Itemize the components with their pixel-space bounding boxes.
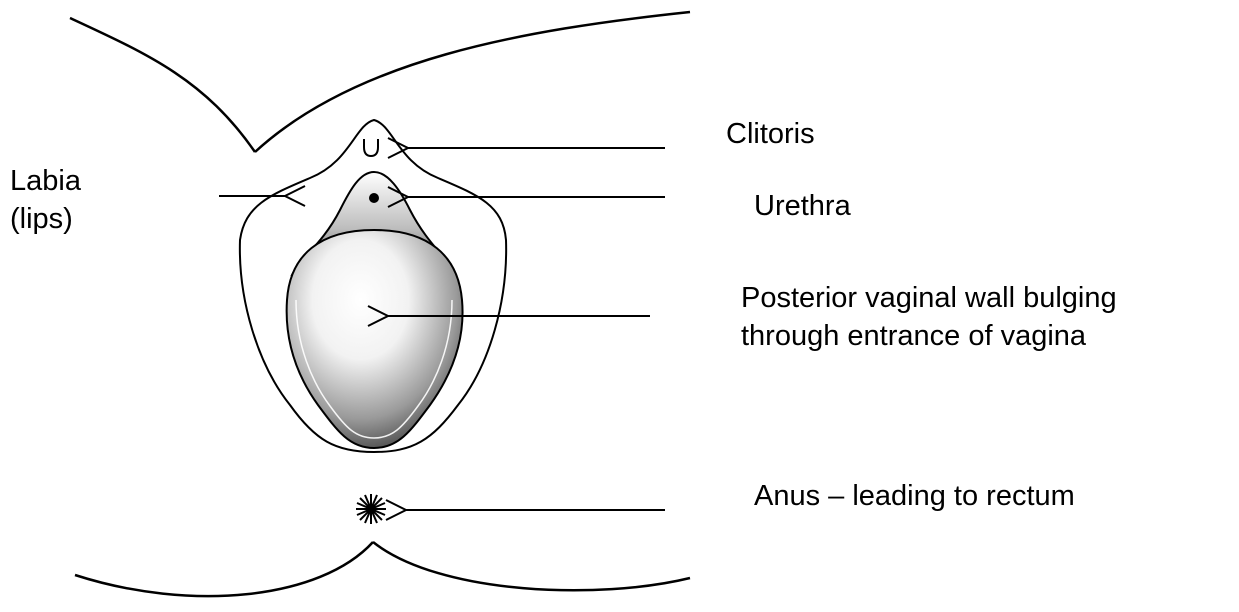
labia-label: Labia (lips) <box>10 162 81 238</box>
anus-center <box>368 506 374 512</box>
labia-label-line1: Labia <box>10 162 81 200</box>
upper-buttock-curve <box>70 18 255 152</box>
lower-buttock-curve-left <box>75 542 373 596</box>
posterior-wall-label-line2: through entrance of vagina <box>741 317 1117 355</box>
urethra-opening <box>369 193 379 203</box>
posterior-wall-label: Posterior vaginal wall bulging through e… <box>741 279 1117 355</box>
labia-label-line2: (lips) <box>10 200 81 238</box>
urethra-label: Urethra <box>754 187 851 225</box>
lower-buttock-curve-right <box>373 542 690 590</box>
anus-label: Anus – leading to rectum <box>754 477 1075 515</box>
posterior-wall-label-line1: Posterior vaginal wall bulging <box>741 279 1117 317</box>
clitoris-label: Clitoris <box>726 115 815 153</box>
upper-buttock-curve-right <box>255 12 690 152</box>
